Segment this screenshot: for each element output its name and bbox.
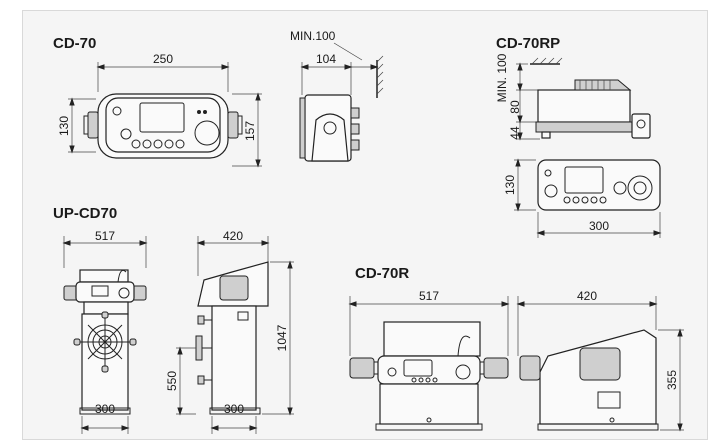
upcd70-wheel-height-dim: 550 <box>165 371 179 391</box>
upcd70-side-base-dim: 300 <box>224 402 244 416</box>
cd70r-height-dim: 355 <box>665 370 679 390</box>
cd70r-side-view: 420 355 <box>516 289 684 432</box>
cd70r-front-view: 517 <box>348 289 510 431</box>
cd70-clearance-dim: MIN.100 <box>290 29 336 43</box>
upcd70-side-depth-dim: 420 <box>223 229 243 243</box>
upcd70-front-base-dim: 300 <box>95 402 115 416</box>
cd70-height-dim: 130 <box>57 116 71 136</box>
cd70rp-front-view: 130 300 <box>503 158 662 238</box>
upcd70-section: UP-CD70 517 <box>53 205 294 434</box>
cd70-side-view: MIN.100 104 <box>290 29 384 162</box>
cd70-side-depth-dim: 104 <box>316 52 336 66</box>
cd70r-side-depth-dim: 420 <box>577 289 597 303</box>
cd70-front-view: 250 130 157 <box>57 52 262 168</box>
cd70rp-base-dim: 44 <box>508 126 522 140</box>
cd70rp-section: CD-70RP MIN. 100 80 44 <box>495 35 662 238</box>
cd70r-title: CD-70R <box>355 265 409 282</box>
cd70-width-dim: 250 <box>153 52 173 66</box>
cd70rp-side-view: MIN. 100 80 44 <box>495 53 651 141</box>
cd70-section: CD-70 <box>53 29 384 168</box>
cd70r-front-width-dim: 517 <box>419 289 439 303</box>
upcd70-side-view: 420 550 <box>165 229 294 434</box>
upcd70-title: UP-CD70 <box>53 205 117 222</box>
upcd70-front-view: 517 <box>62 229 148 434</box>
cd70rp-title: CD-70RP <box>496 35 560 52</box>
upcd70-front-width-dim: 517 <box>95 229 115 243</box>
cd70-depth-height-dim: 157 <box>243 121 257 141</box>
cd70rp-mid-dim: 80 <box>508 100 522 114</box>
cd70rp-clearance-dim: MIN. 100 <box>495 53 509 102</box>
cd70-title: CD-70 <box>53 35 96 52</box>
cd70r-section: CD-70R 517 <box>348 265 684 432</box>
cd70rp-front-height-dim: 130 <box>503 175 517 195</box>
upcd70-total-height-dim: 1047 <box>275 324 289 351</box>
cd70rp-width-dim: 300 <box>589 219 609 233</box>
